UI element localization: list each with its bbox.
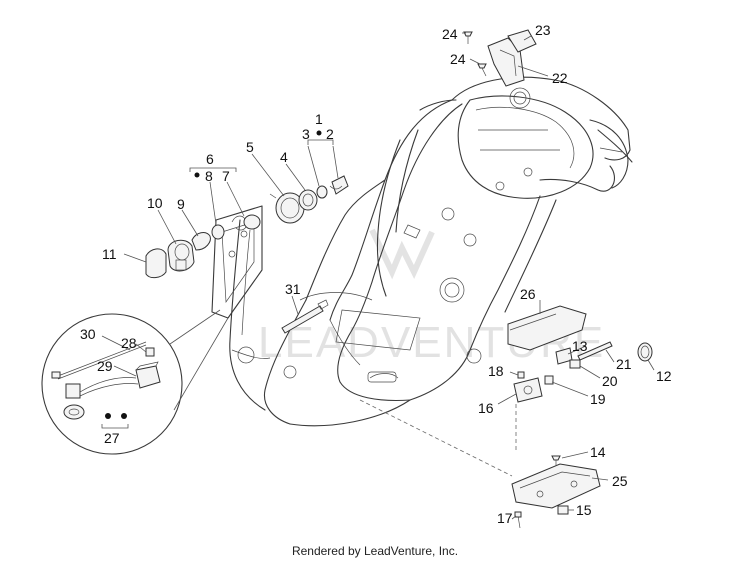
callout-22: 22 [552, 70, 568, 86]
callout-21: 21 [616, 356, 632, 372]
part-14-screw [551, 455, 561, 466]
callout-30: 30 [80, 326, 96, 342]
part-31-bolt [281, 299, 329, 334]
callouts: 1 2 3 4 5 6 7 8 9 10 11 12 13 14 15 16 1… [80, 22, 672, 526]
callout-7: 7 [222, 168, 230, 184]
frame-body [229, 76, 633, 427]
part-15-clip [557, 505, 569, 515]
callout-27: 27 [104, 430, 120, 446]
callout-4: 4 [280, 149, 288, 165]
callout-9: 9 [177, 196, 185, 212]
part-25-tray [511, 463, 601, 509]
part-2-cap [329, 175, 349, 195]
footer-credit: Rendered by LeadVenture, Inc. [291, 544, 459, 558]
callout-8: 8 [205, 168, 213, 184]
part-23-plate [507, 29, 537, 53]
callout-26: 26 [520, 286, 536, 302]
part-8-spacer [211, 224, 225, 240]
part-9-seal [191, 232, 211, 251]
callout-28: 28 [121, 335, 137, 351]
callout-10: 10 [147, 195, 163, 211]
callout-3: 3 [302, 126, 310, 142]
dot-1 [316, 130, 322, 136]
part-4-housing [298, 189, 318, 211]
part-22-bracket [487, 37, 525, 87]
inset-detail [41, 309, 229, 455]
part-7-clip [231, 214, 261, 231]
callout-25: 25 [612, 473, 628, 489]
callout-20: 20 [602, 373, 618, 389]
callout-13: 13 [572, 338, 588, 354]
dot-8 [194, 172, 200, 178]
callout-15: 15 [576, 502, 592, 518]
callout-17: 17 [497, 510, 513, 526]
callout-6: 6 [206, 151, 214, 167]
callout-12: 12 [656, 368, 672, 384]
callout-1: 1 [315, 111, 323, 127]
bracket-1 [307, 139, 334, 145]
callout-29: 29 [97, 358, 113, 374]
callout-19: 19 [590, 391, 606, 407]
callout-14: 14 [590, 444, 606, 460]
part-26-cover [507, 305, 587, 351]
part-24-screws [463, 31, 487, 77]
part-18-bolt [517, 371, 525, 379]
part-19-nut [544, 375, 554, 385]
callout-23: 23 [535, 22, 551, 38]
part-16-switch [513, 377, 543, 403]
callout-2: 2 [326, 126, 334, 142]
leader-lines [101, 32, 655, 520]
bracket-6 [189, 167, 237, 172]
part-11-cover [145, 248, 167, 279]
callout-24-top: 24 [442, 26, 458, 42]
callout-31: 31 [285, 281, 301, 297]
part-3-washer [316, 185, 328, 199]
callout-5: 5 [246, 139, 254, 155]
part-20-adjuster [569, 359, 581, 369]
callout-11: 11 [102, 246, 117, 262]
part-12-oring [637, 342, 653, 362]
callout-18: 18 [488, 363, 504, 379]
callout-24-bottom: 24 [450, 51, 466, 67]
part-10-lock [167, 239, 195, 272]
part-17-bolt [514, 511, 522, 529]
assembly-line-a [359, 399, 513, 477]
part-21-cable [577, 341, 613, 361]
callout-16: 16 [478, 400, 494, 416]
watermark: LEADVENTURE [258, 228, 603, 367]
legshield-bracket [211, 205, 263, 319]
bracket-27 [101, 424, 129, 429]
